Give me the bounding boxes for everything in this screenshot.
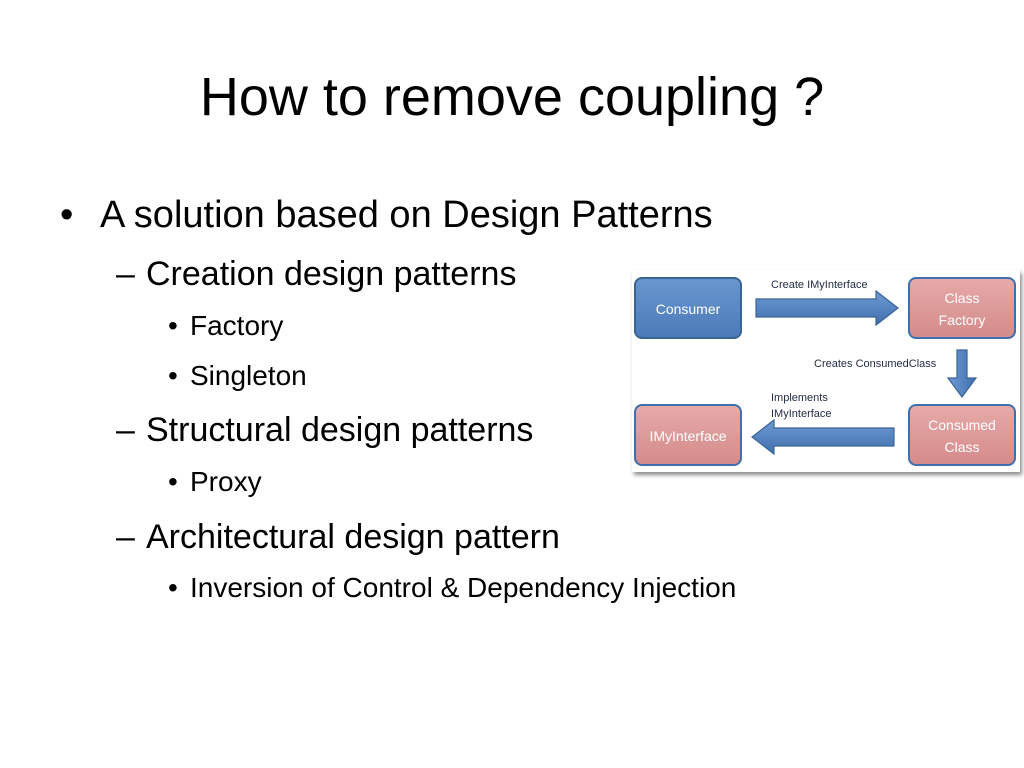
consumer-box: Consumer — [634, 277, 742, 339]
slide-title: How to remove coupling ? — [199, 67, 825, 127]
consumed-class-box: Consumed Class — [908, 404, 1016, 466]
bullet-dash: – — [116, 255, 135, 293]
bullet-factory: • Factory — [168, 308, 283, 344]
bullet-dot: • — [60, 194, 74, 236]
consumer-label: Consumer — [656, 301, 721, 317]
arrow-creates-label: Creates ConsumedClass — [814, 358, 937, 370]
bullet-dash: – — [116, 518, 135, 556]
class-factory-box: Class Factory — [908, 277, 1016, 339]
bullet-dot: • — [168, 466, 178, 497]
bullet-text: Inversion of Control & Dependency Inject… — [190, 572, 737, 603]
bullet-ioc-di: • Inversion of Control & Dependency Injec… — [168, 570, 736, 606]
arrow-create-imyinterface: Create IMyInterface — [755, 279, 899, 327]
bullet-dot: • — [168, 572, 178, 603]
bullet-text: Architectural design pattern — [146, 518, 560, 556]
bullet-dot: • — [168, 310, 178, 341]
bullet-text: Creation design patterns — [146, 255, 517, 293]
consumed-class-label-line1: Consumed — [928, 417, 996, 433]
bullet-text: Singleton — [190, 360, 307, 391]
bullet-text: Factory — [190, 310, 284, 341]
bullet-design-patterns: • A solution based on Design Patterns — [60, 190, 713, 240]
arrow-implements-imyinterface: Implements IMyInterface — [751, 392, 895, 456]
class-factory-label-line1: Class — [944, 290, 979, 306]
bullet-text: A solution based on Design Patterns — [100, 194, 713, 236]
bullet-singleton: • Singleton — [168, 358, 307, 394]
arrow-implements-label-line2: IMyInterface — [771, 408, 832, 420]
bullet-dot: • — [168, 360, 178, 391]
arrow-implements-label-line1: Implements — [771, 392, 828, 404]
bullet-structural-patterns: –Structural design patterns — [116, 408, 533, 452]
bullet-proxy: • Proxy — [168, 464, 262, 500]
bullet-dash: – — [116, 411, 135, 449]
arrow-creates-consumedclass: Creates ConsumedClass — [814, 349, 978, 399]
bullet-creation-patterns: –Creation design patterns — [116, 252, 516, 296]
arrow-create-label: Create IMyInterface — [771, 279, 868, 291]
consumed-class-label-line2: Class — [944, 439, 979, 455]
imyinterface-box: IMyInterface — [634, 404, 742, 466]
bullet-text: Proxy — [190, 466, 262, 497]
imyinterface-label: IMyInterface — [649, 428, 726, 444]
bullet-architectural-pattern: –Architectural design pattern — [116, 515, 560, 559]
bullet-text: Structural design patterns — [146, 411, 534, 449]
class-factory-label-line2: Factory — [939, 312, 986, 328]
diagram-canvas: Consumer Class Factory Consumed Class IM… — [634, 277, 1016, 466]
factory-diagram: Consumer Class Factory Consumed Class IM… — [632, 270, 1020, 472]
